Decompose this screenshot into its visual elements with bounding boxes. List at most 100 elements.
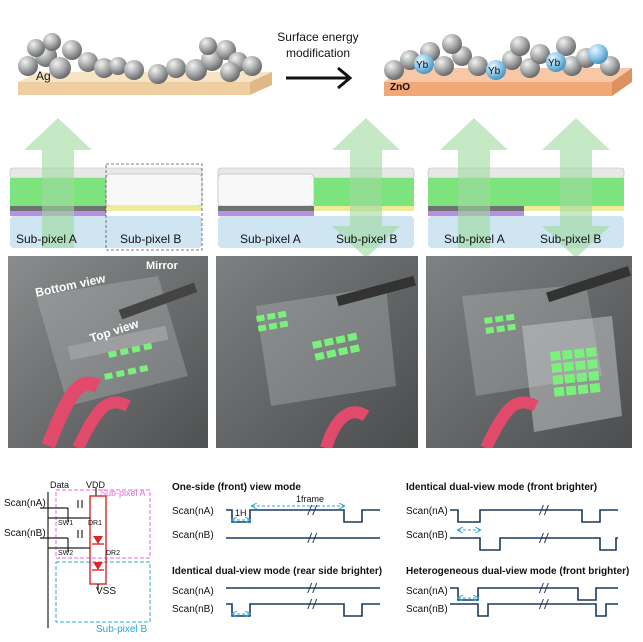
ag-sphere [242,56,262,76]
photo-one-side-view: Mirror Bottom view Top view [8,256,208,448]
green-pixel [589,382,601,393]
yb-sphere [588,44,608,64]
green-pixel [143,342,153,351]
ag-sphere [220,62,240,82]
device-schematic-3 [427,118,625,258]
ag-sphere [27,39,45,57]
timing-panel1-title: One-side (front) view mode [172,482,301,493]
circuit-dr2-label: DR2 [106,550,121,557]
green-pixel [576,372,588,383]
p3-scan-b-label: Scan(nB) [172,604,214,615]
ag-sphere [78,52,98,72]
p4-scan-b-label: Scan(nB) [406,604,448,615]
yb-sphere [486,60,506,80]
ag-sphere [94,58,114,78]
ag-substrate [18,72,272,95]
green-pixel [588,371,600,382]
green-pixel [279,320,289,328]
ag-sphere [520,58,540,78]
green-pixel [565,385,577,396]
device1-right-label: Sub-pixel B [120,232,182,246]
circuit-vss-label: VSS [96,586,117,597]
device2-right-label: Sub-pixel B [336,232,398,246]
ag-sphere [434,56,454,76]
ag-spheres [18,33,262,84]
green-pixel [277,310,287,319]
green-pixel [266,312,276,320]
ag-sphere [166,58,186,78]
circuit-sw2-label: SW2 [58,550,74,557]
green-pixel [131,345,141,353]
green-pixel [587,359,598,370]
p2-scan-a-label: Scan(nA) [406,506,448,517]
green-pixel [551,362,563,373]
frame-label: 1frame [296,494,325,504]
green-pixel [115,369,125,378]
zno-label: ZnO [390,82,410,93]
break-mark [538,504,549,516]
device2-left-label: Sub-pixel A [240,232,301,246]
p2-scan-a-wave [450,509,618,523]
device3-right-label: Sub-pixel B [540,232,602,246]
yb-label-3: Yb [548,58,561,69]
green-pixel [127,367,137,375]
timing-panel4-title: Heterogeneous dual-view mode (front brig… [406,566,630,577]
green-pixel [139,364,149,373]
p3-scan-a-label: Scan(nA) [172,586,214,597]
green-pixel [119,347,129,356]
ag-sphere [62,40,82,60]
green-pixel [104,372,114,380]
photo-identical-dual-view [216,256,418,448]
yb-sphere [414,54,434,74]
green-pixel [312,340,323,349]
oled-diode-icon [93,562,103,570]
arrow-text-2: modification [285,46,351,60]
break-mark [538,582,549,594]
green-pixel [496,325,506,333]
ag-sphere [18,56,38,76]
device-schematic-2 [217,118,415,258]
circuit-vdd-label: VDD [86,480,106,490]
one-h-label: 1H [235,508,247,518]
green-pixel [507,323,516,331]
yb-label-2: Yb [488,66,501,77]
ag-sphere [49,57,71,79]
ag-label: Ag [36,69,51,83]
green-pixel [484,316,493,324]
green-pixel [564,373,576,384]
p1-scan-a-label: Scan(nA) [172,506,214,517]
green-pixel [585,347,597,358]
oled-diode-icon [93,536,103,544]
zno-spheres [384,34,620,80]
green-pixel [256,314,265,322]
ag-sphere [530,44,550,64]
right-arrow-icon [286,66,353,90]
p2-scan-b-label: Scan(nB) [406,530,448,541]
p4-scan-b-wave [450,603,618,617]
surface-modification-schematic [18,33,632,96]
timing-panel2-title: Identical dual-view mode (front brighter… [406,482,598,493]
device3-left-label: Sub-pixel A [444,232,505,246]
ag-sphere [185,59,207,81]
ag-sphere [384,60,404,80]
p1-scan-b-label: Scan(nB) [172,530,214,541]
device-schematic-1 [9,118,203,251]
p2-scan-b-wave [450,537,618,551]
green-pixel [108,350,118,358]
circuit-scan-b-label: Scan(nB) [4,528,46,539]
green-pixel [577,384,589,395]
arrow-text-1: Surface energy [277,30,359,44]
green-pixel [257,324,267,332]
green-pixel [494,315,504,323]
green-pixel [326,349,337,359]
green-pixel [553,386,565,397]
green-pixel [575,360,587,371]
circuit-subpixel-a-label: Sub-pixel A [100,488,146,498]
break-mark [307,532,318,544]
ag-sphere [556,36,576,56]
break-mark [307,582,318,594]
p4-scan-a-label: Scan(nA) [406,586,448,597]
circuit-data-label: Data [50,480,70,490]
p3-scan-b-wave [226,603,380,617]
